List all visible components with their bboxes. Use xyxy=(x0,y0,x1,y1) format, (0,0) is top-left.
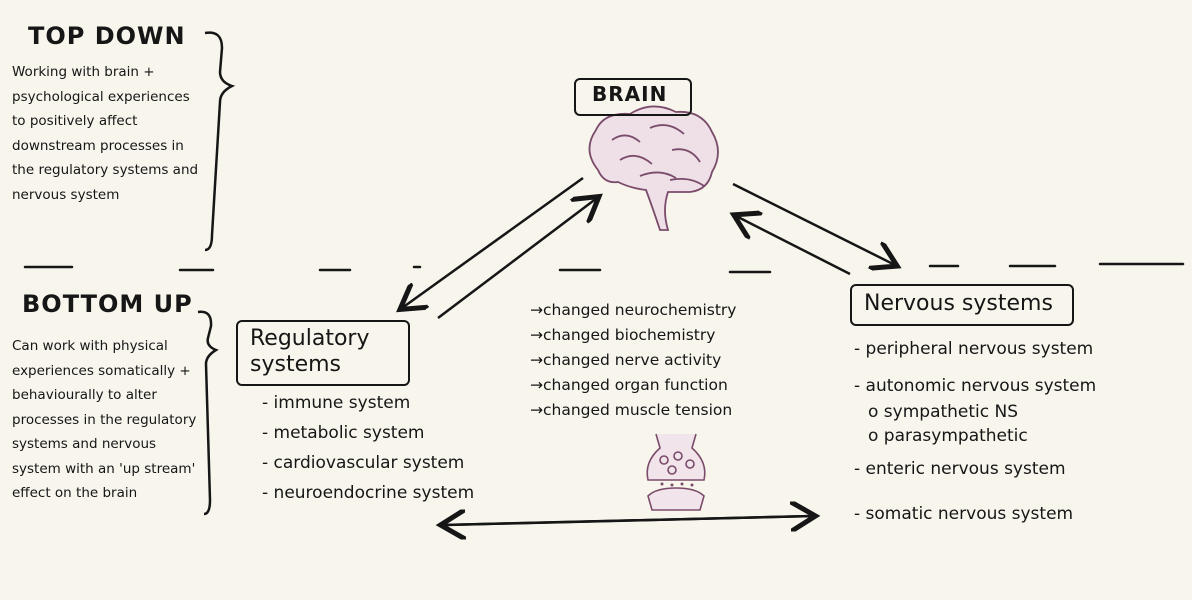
list-item: →changed muscle tension xyxy=(530,401,733,419)
top-down-brace xyxy=(204,31,236,252)
brain-box: BRAIN xyxy=(574,78,692,116)
list-item: - somatic nervous system xyxy=(854,504,1074,524)
divider-dashed-line xyxy=(23,262,1185,274)
list-item: →changed biochemistry xyxy=(530,326,716,344)
nervous-systems-box: Nervous systems xyxy=(850,284,1074,326)
changes-list: →changed neurochemistry →changed biochem… xyxy=(530,298,736,423)
list-item: o parasympathetic xyxy=(868,426,1028,446)
list-item: - neuroendocrine system xyxy=(262,483,475,503)
arrow-nervous-to-brain xyxy=(736,216,851,276)
top-down-description: Working with brain + psychological exper… xyxy=(12,64,199,203)
bottom-up-description: Can work with physical experiences somat… xyxy=(12,338,197,501)
list-item: - immune system xyxy=(262,393,411,413)
list-item: - peripheral nervous system xyxy=(854,339,1094,359)
regulatory-systems-title: Regulatory systems xyxy=(250,326,370,377)
top-down-heading: TOP DOWN xyxy=(28,22,186,50)
list-item: →changed organ function xyxy=(530,376,728,394)
list-item: o sympathetic NS xyxy=(868,402,1019,422)
nervous-systems-title: Nervous systems xyxy=(864,291,1053,316)
arrow-regulatory-to-brain xyxy=(437,198,597,319)
list-item: - cardiovascular system xyxy=(262,453,465,473)
regulatory-systems-list: - immune system - metabolic system - car… xyxy=(262,388,474,508)
synapse-icon xyxy=(646,433,706,511)
arrow-brain-to-nervous xyxy=(732,182,895,265)
arrow-regulatory-nervous-bidirectional xyxy=(443,516,813,525)
bottom-up-brace xyxy=(197,310,219,516)
list-item: →changed nerve activity xyxy=(530,351,722,369)
list-item: - enteric nervous system xyxy=(854,459,1066,479)
arrow-brain-to-regulatory xyxy=(402,176,584,308)
brain-icon xyxy=(588,105,719,231)
list-item: - autonomic nervous system xyxy=(854,376,1097,396)
regulatory-systems-box: Regulatory systems xyxy=(236,320,410,386)
nervous-systems-list: - peripheral nervous system - autonomic … xyxy=(854,336,1096,528)
list-item: - metabolic system xyxy=(262,423,425,443)
bottom-up-heading: BOTTOM UP xyxy=(22,290,193,318)
brain-label: BRAIN xyxy=(592,82,668,106)
list-item: →changed neurochemistry xyxy=(530,301,737,319)
